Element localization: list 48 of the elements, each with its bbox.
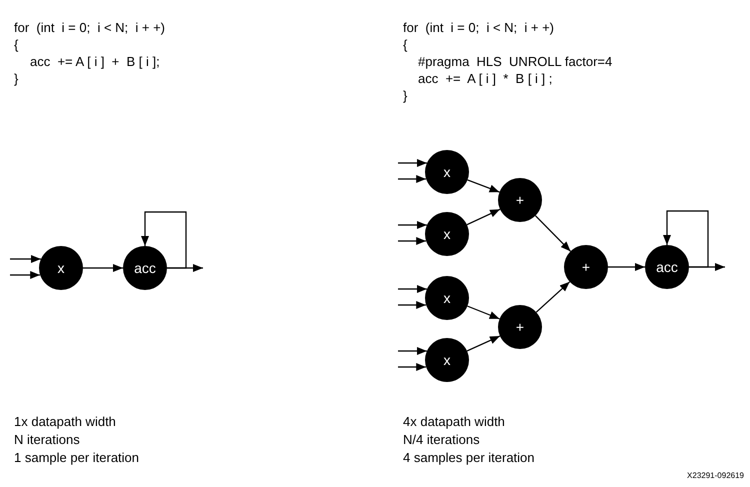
code-line: }	[14, 71, 18, 87]
arrow	[398, 363, 426, 371]
arrow	[398, 347, 427, 355]
note-text: 4x datapath width	[403, 414, 505, 430]
operator-label: x	[444, 224, 450, 244]
arrow	[608, 263, 645, 271]
operator-label: acc	[656, 258, 678, 276]
note-text: N iterations	[14, 432, 80, 448]
code-line: {	[403, 37, 408, 53]
arrow	[467, 179, 500, 193]
arrow	[689, 263, 725, 271]
note-text: 4 samples per iteration	[403, 450, 535, 466]
operator-label: acc	[134, 258, 156, 278]
arrow	[141, 211, 187, 269]
code-line: #pragma HLS UNROLL factor=4	[418, 54, 612, 70]
code-line: }	[403, 88, 408, 104]
arrow	[467, 306, 500, 320]
code-line: for (int i = 0; i < N; i + +)	[403, 20, 554, 36]
code-line: acc += A [ i ] * B [ i ] ;	[418, 71, 552, 87]
arrow	[398, 175, 426, 183]
operator-label: x	[444, 350, 450, 370]
code-line: {	[14, 37, 18, 53]
figure-id: X23291-092619	[687, 470, 744, 482]
operator-label: x	[58, 258, 64, 278]
arrow	[535, 215, 571, 252]
operator-label: x	[444, 162, 450, 182]
operator-label: +	[582, 258, 590, 276]
arrow	[398, 237, 426, 245]
note-text: 1 sample per iteration	[14, 450, 140, 466]
arrow	[398, 221, 427, 229]
arrow	[663, 210, 709, 268]
arrow	[398, 285, 427, 293]
arrow	[398, 159, 427, 167]
arrow	[466, 336, 500, 352]
code-line: acc += A [ i ] + B [ i ];	[30, 54, 160, 70]
arrow	[466, 208, 500, 226]
note-text: N/4 iterations	[403, 432, 480, 448]
arrow	[10, 271, 40, 279]
code-line: for (int i = 0; i < N; i + +)	[14, 20, 165, 36]
operator-label: +	[516, 318, 524, 336]
arrow	[10, 255, 41, 263]
arrow	[536, 281, 570, 313]
note-text: 1x datapath width	[14, 414, 116, 430]
arrow	[83, 264, 123, 272]
operator-label: +	[516, 190, 524, 210]
arrow	[398, 301, 426, 309]
arrow	[167, 264, 203, 272]
operator-label: x	[444, 288, 450, 308]
